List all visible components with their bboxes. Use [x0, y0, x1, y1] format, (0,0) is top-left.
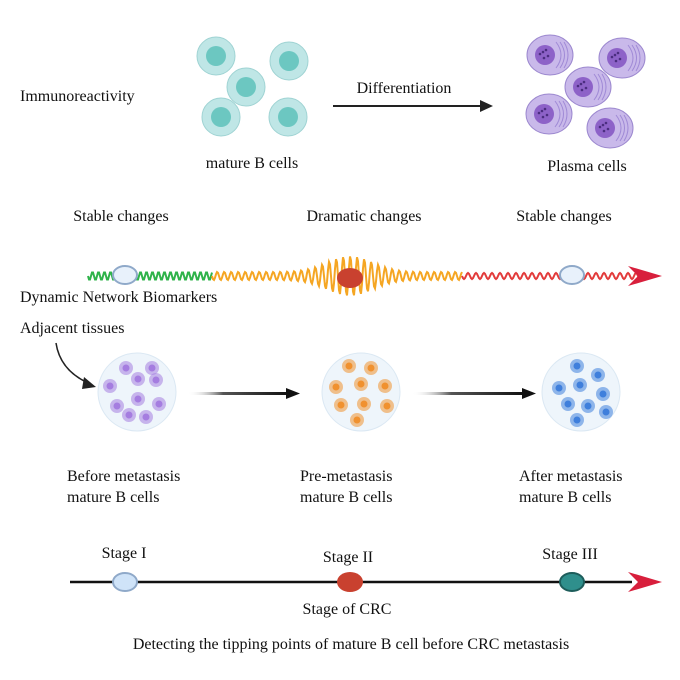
adjacent-tissues-label: Adjacent tissues — [20, 320, 125, 337]
plasma-cell — [525, 93, 573, 135]
tissue-cell — [110, 399, 124, 413]
tissue-group-3 — [541, 352, 621, 432]
tissue-cell — [591, 368, 605, 382]
tissue-cell — [139, 410, 153, 424]
b-cell — [269, 41, 309, 81]
dnb-label: Dynamic Network Biomarkers — [20, 289, 218, 306]
tissue-cell — [145, 361, 159, 375]
stable-node-right — [559, 265, 585, 285]
tissue-cell — [581, 399, 595, 413]
caption: Detecting the tipping points of mature B… — [132, 636, 570, 653]
plasma-cell — [598, 37, 646, 79]
stage-iii-label: Stage III — [542, 546, 598, 563]
tissue-cell — [364, 361, 378, 375]
group-1-label-line2: mature B cells — [67, 489, 160, 506]
tissue-cell — [561, 397, 575, 411]
plasma-cell — [586, 107, 634, 149]
dramatic-changes-label: Dramatic changes — [306, 208, 422, 225]
dnb-tipping-node — [337, 268, 363, 288]
b-cell — [201, 97, 241, 137]
plasma-cell — [564, 66, 612, 108]
plasma-cells-label: Plasma cells — [547, 158, 627, 175]
tissue-cell — [103, 379, 117, 393]
mature-b-cells-cluster — [196, 36, 309, 137]
tissue-cell — [342, 359, 356, 373]
tissue-cell — [599, 405, 613, 419]
dnb-wave — [87, 256, 662, 296]
group-2-label-line1: Pre-metastasis — [300, 468, 393, 485]
group-arrow-2 — [412, 388, 536, 399]
tissue-cell — [573, 378, 587, 392]
adjacent-tissues-arrow — [55, 342, 96, 389]
stable-changes-right: Stable changes — [516, 208, 612, 225]
stable-node-left — [112, 265, 138, 285]
stage-i-node — [112, 572, 138, 592]
b-cell — [268, 97, 308, 137]
tissue-cell — [357, 397, 371, 411]
tissue-cell — [380, 399, 394, 413]
tissue-cell — [570, 359, 584, 373]
group-arrow-1 — [188, 388, 300, 399]
tissue-cell — [122, 408, 136, 422]
stage-i-label: Stage I — [101, 545, 147, 562]
tissue-cell — [131, 372, 145, 386]
tissue-cell — [131, 392, 145, 406]
stage-ii-label: Stage II — [322, 549, 374, 566]
tissue-cell — [334, 398, 348, 412]
group-1-label-line1: Before metastasis — [67, 468, 181, 485]
tissue-cell — [570, 413, 584, 427]
mature-b-cells-label: mature B cells — [205, 155, 299, 172]
differentiation-label: Differentiation — [356, 80, 452, 97]
b-cell — [226, 67, 266, 107]
group-3-label-line2: mature B cells — [519, 489, 612, 506]
tissue-group-2 — [321, 352, 401, 432]
immunoreactivity-label: Immunoreactivity — [20, 88, 135, 105]
tissue-cell — [552, 381, 566, 395]
plasma-cell — [526, 34, 574, 76]
tissue-cell — [354, 377, 368, 391]
group-3-label-line1: After metastasis — [519, 468, 623, 485]
tissue-group-1 — [97, 352, 177, 432]
stage-timeline — [70, 572, 662, 592]
stage-iii-node — [559, 572, 585, 592]
tissue-cell — [149, 373, 163, 387]
tissue-groups — [97, 352, 621, 432]
tissue-cell — [596, 387, 610, 401]
stable-changes-left: Stable changes — [73, 208, 169, 225]
tissue-cell — [350, 413, 364, 427]
differentiation-arrow — [333, 100, 493, 112]
b-cell — [196, 36, 236, 76]
tissue-cell — [119, 361, 133, 375]
plasma-cells-cluster — [525, 34, 646, 149]
tissue-cell — [329, 380, 343, 394]
group-2-label-line2: mature B cells — [300, 489, 393, 506]
tissue-cell — [152, 397, 166, 411]
stage-ii-node — [337, 572, 363, 592]
stage-of-crc-label: Stage of CRC — [302, 601, 392, 618]
tissue-cell — [378, 379, 392, 393]
